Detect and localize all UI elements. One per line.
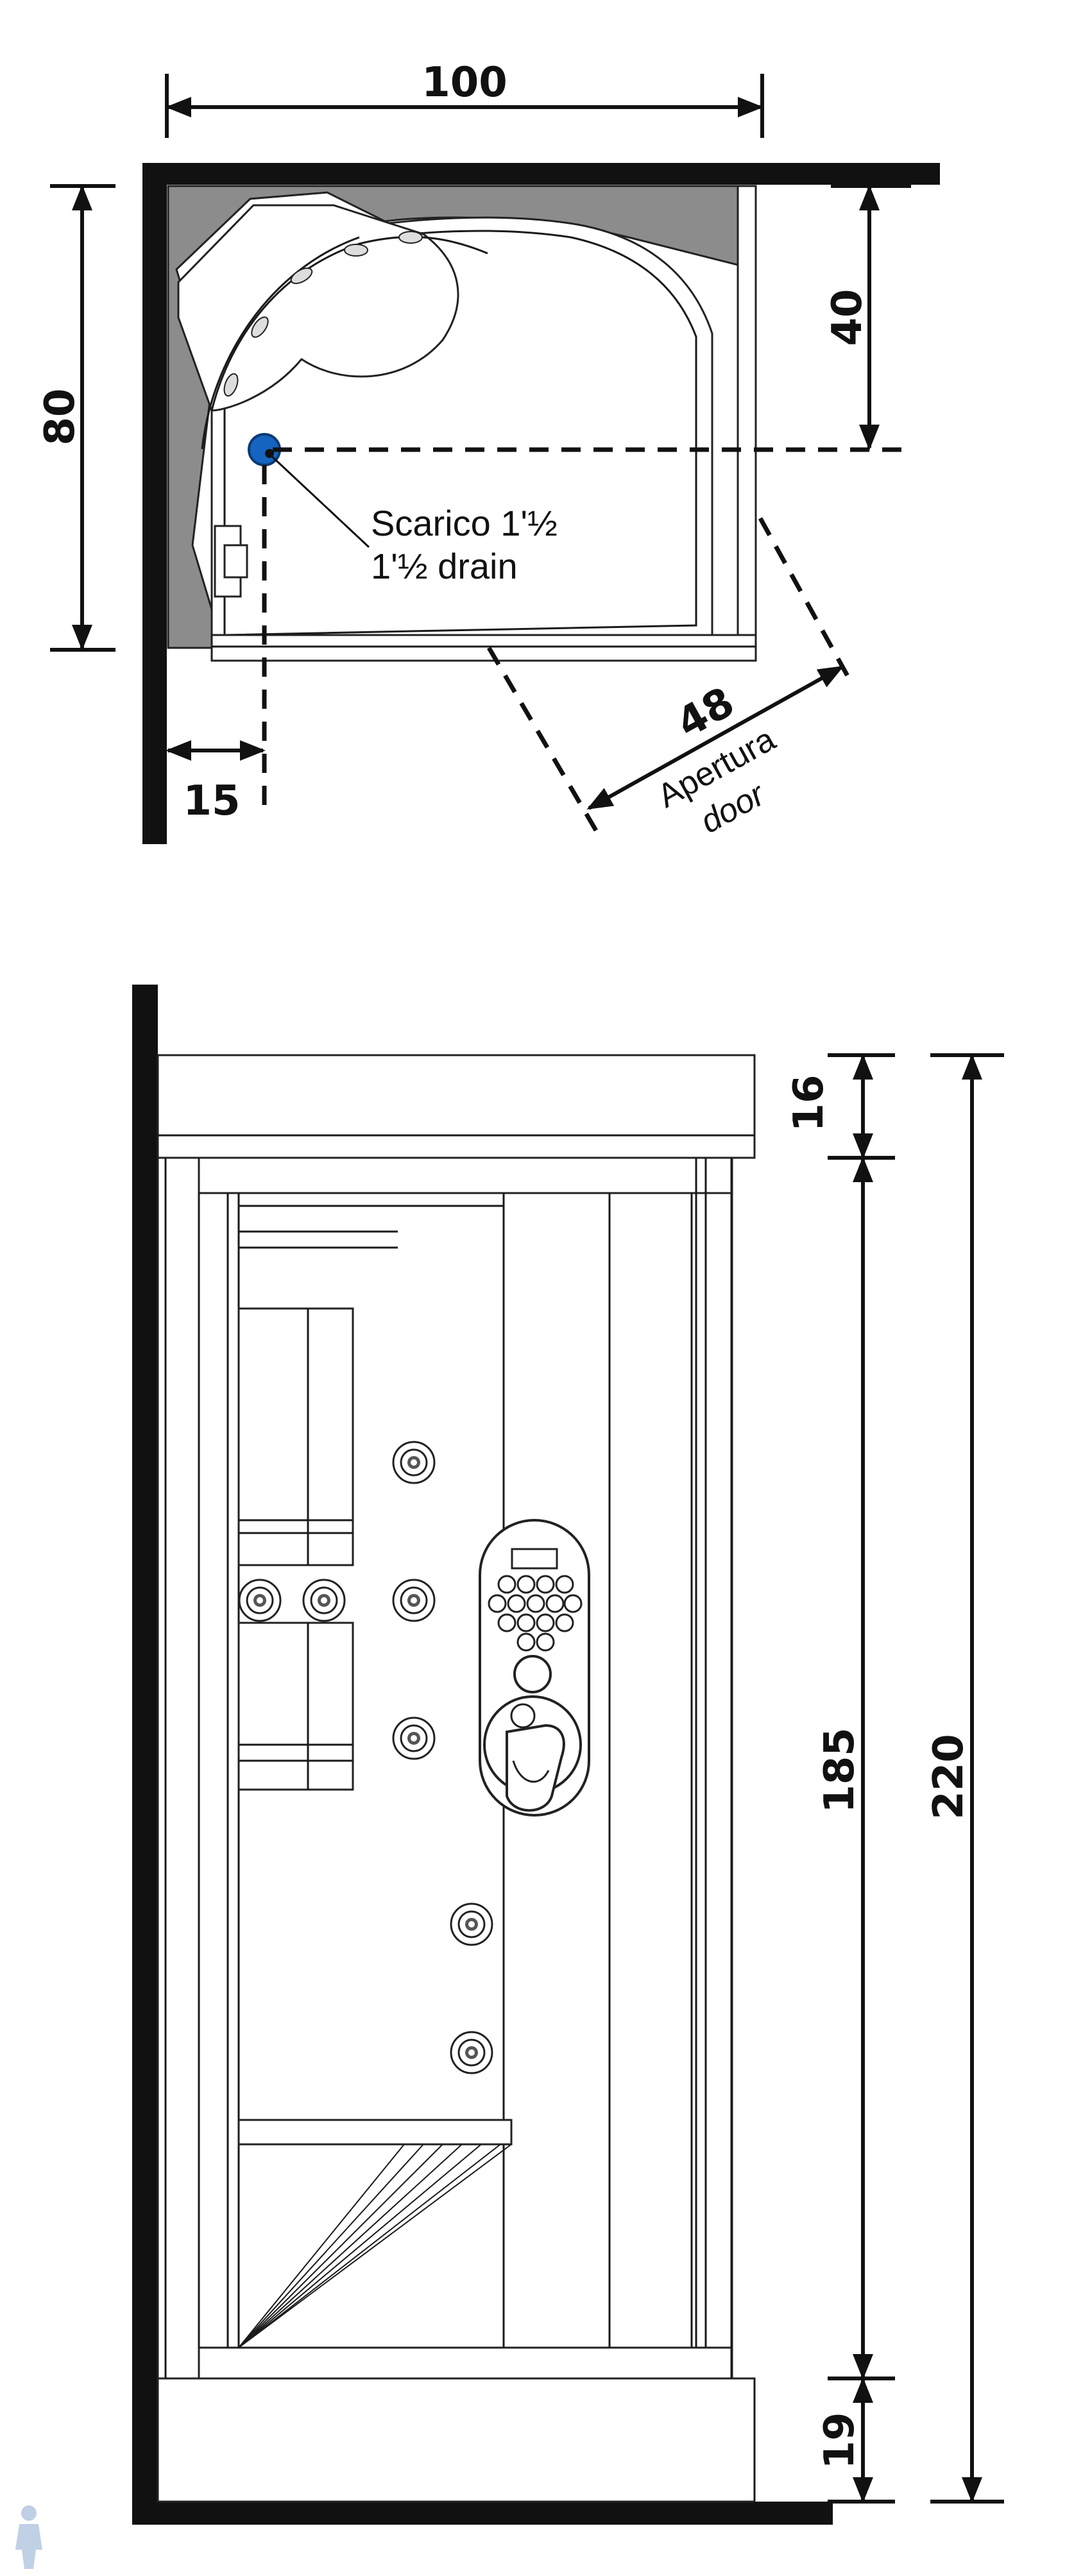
side-jet-icon <box>302 1579 346 1622</box>
control-panel <box>479 1519 590 1817</box>
person-logo-icon <box>15 2505 42 2569</box>
elevation-view: 16 185 19 220 <box>132 985 1004 2525</box>
elevation-left-wall <box>132 985 158 2524</box>
plan-left-wall <box>142 163 167 844</box>
diverter-knob-icon <box>513 1655 552 1693</box>
side-jet-icon <box>238 1579 282 1622</box>
plan-top-wall <box>142 163 940 185</box>
plan-door-width-label: 48 <box>669 679 742 748</box>
mixer-lever-icon <box>506 1724 565 1812</box>
body-jet-icon <box>450 2031 493 2074</box>
body-jet-icon <box>392 1441 436 1484</box>
panel-height-label: 185 <box>816 1727 864 1813</box>
plan-corner-seat <box>177 204 459 412</box>
plan-depth-label: 80 <box>37 388 84 445</box>
body-jet-icon <box>392 1716 436 1760</box>
body-jet-icon <box>392 1579 436 1622</box>
top-height-label: 16 <box>785 1074 833 1131</box>
elevation-floor <box>132 2502 833 2525</box>
drain-caption-en: 1'½ drain <box>371 546 518 586</box>
plan-drain-side-label: 15 <box>183 777 240 825</box>
elevation-base <box>157 2377 756 2503</box>
plan-width-label: 100 <box>422 59 507 106</box>
plan-drain-offset-label: 40 <box>824 289 871 346</box>
body-jet-icon <box>450 1902 493 1946</box>
elevation-seat <box>237 1307 354 1791</box>
shower-head-icon <box>488 1575 583 1652</box>
total-height-label: 220 <box>925 1734 973 1820</box>
elevation-roof <box>157 1054 756 1159</box>
plan-view: 100 80 40 15 48 Apertura door Scarico 1'… <box>37 59 940 844</box>
base-height-label: 19 <box>816 2412 864 2469</box>
drain-caption-it: Scarico 1'½ <box>371 503 558 543</box>
